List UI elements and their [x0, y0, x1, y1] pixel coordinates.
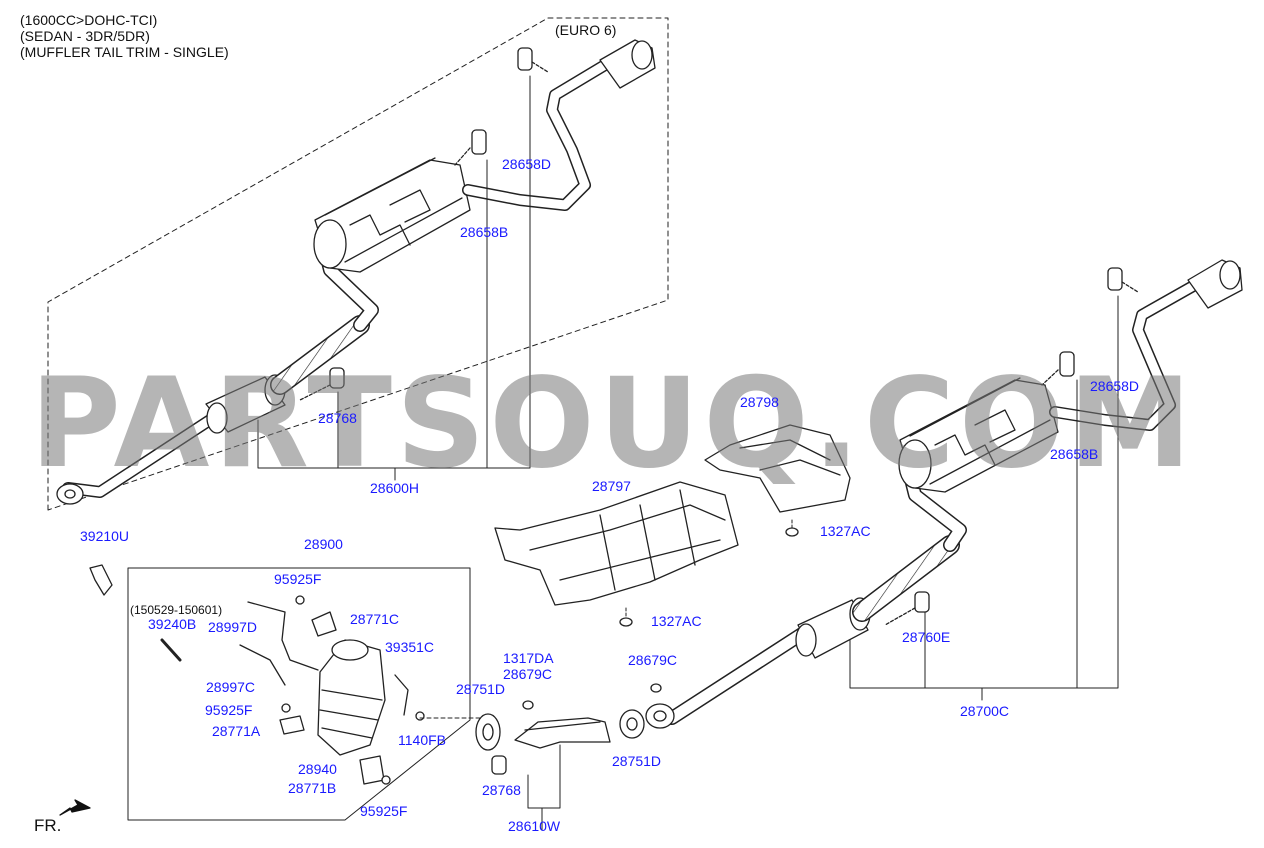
part-28658d-right[interactable]: 28658D — [1090, 378, 1140, 394]
flange-right-pipe — [645, 703, 675, 729]
header-engine: (1600CC>DOHC-TCI) — [20, 12, 158, 28]
part-28610w[interactable]: 28610W — [508, 818, 561, 834]
part-39210u[interactable]: 39210U — [80, 528, 130, 544]
part-39240b[interactable]: 39240B — [148, 616, 197, 632]
variant-boundary — [47, 17, 669, 511]
cat-box-boundary — [127, 567, 471, 821]
heat-shield-28797 — [494, 481, 739, 606]
part-28658d-top[interactable]: 28658D — [502, 156, 552, 172]
part-95925f-b[interactable]: 95925F — [205, 702, 253, 718]
hanger-28768-bottom — [491, 755, 507, 775]
gasket-28751d-a — [475, 713, 501, 751]
part-1317da[interactable]: 1317DA — [503, 650, 554, 666]
bolt-1140fb — [415, 711, 425, 721]
part-28797[interactable]: 28797 — [592, 478, 631, 494]
part-28997d[interactable]: 28997D — [208, 619, 258, 635]
bracket-28771b — [359, 755, 385, 785]
nut-1327ac-b — [619, 617, 633, 627]
front-direction-label: FR. — [34, 816, 62, 835]
part-28658b-top[interactable]: 28658B — [460, 224, 509, 240]
hanger-28658d-top — [517, 47, 549, 73]
fr-arrow — [59, 799, 91, 816]
tail-tip-top — [599, 39, 656, 89]
part-28771b[interactable]: 28771B — [288, 780, 337, 796]
stud-39240b — [160, 638, 182, 662]
muffler-right — [898, 377, 1059, 493]
clip-39210u — [89, 564, 113, 596]
part-1140fb[interactable]: 1140FB — [398, 732, 446, 748]
nut-1327ac-a — [785, 527, 799, 537]
label-date-range: (150529-150601) — [130, 603, 223, 617]
part-28658b-right[interactable]: 28658B — [1050, 446, 1099, 462]
heat-shield-28798 — [704, 424, 851, 513]
part-28940[interactable]: 28940 — [298, 761, 337, 777]
hanger-28760e — [884, 591, 930, 626]
bracket-28771c — [311, 611, 337, 637]
hanger-28768-top — [299, 367, 345, 401]
part-95925f-a[interactable]: 95925F — [274, 571, 322, 587]
part-28700c[interactable]: 28700C — [960, 703, 1010, 719]
part-28771a[interactable]: 28771A — [212, 723, 261, 739]
part-28600h[interactable]: 28600H — [370, 480, 420, 496]
part-28751d-b[interactable]: 28751D — [612, 753, 662, 769]
part-28679c-b[interactable]: 28679C — [628, 652, 678, 668]
part-28679c-a[interactable]: 28679C — [503, 666, 553, 682]
part-28760e[interactable]: 28760E — [902, 629, 951, 645]
bolt-95925f — [281, 595, 391, 785]
muffler-top — [313, 157, 471, 273]
part-39351c[interactable]: 39351C — [385, 639, 435, 655]
sensor-wires — [239, 601, 409, 716]
label-euro6: (EURO 6) — [555, 22, 617, 38]
gasket-28751d-b — [619, 709, 645, 739]
part-28771c[interactable]: 28771C — [350, 611, 400, 627]
header-trim: (MUFFLER TAIL TRIM - SINGLE) — [20, 44, 229, 60]
part-28997c[interactable]: 28997C — [206, 679, 256, 695]
part-28768-bottom[interactable]: 28768 — [482, 782, 521, 798]
bracket-28771a — [279, 715, 305, 735]
part-28768-top[interactable]: 28768 — [318, 410, 357, 426]
header-body: (SEDAN - 3DR/5DR) — [20, 28, 150, 44]
part-28798[interactable]: 28798 — [740, 394, 779, 410]
part-1327ac-a[interactable]: 1327AC — [820, 523, 871, 539]
catalytic-converter-28940 — [317, 639, 386, 756]
part-1327ac-b[interactable]: 1327AC — [651, 613, 702, 629]
hanger-28658b-right — [1041, 351, 1075, 386]
part-95925f-c[interactable]: 95925F — [360, 803, 408, 819]
tail-tip-right — [1187, 259, 1243, 309]
part-28751d-a[interactable]: 28751D — [456, 681, 506, 697]
hanger-28658d-right — [1107, 267, 1139, 293]
front-pipe-28610w — [514, 717, 611, 749]
nut-28679c — [522, 683, 662, 710]
flange-top — [56, 483, 84, 505]
hanger-28658b-top — [454, 129, 487, 166]
part-28900[interactable]: 28900 — [304, 536, 343, 552]
